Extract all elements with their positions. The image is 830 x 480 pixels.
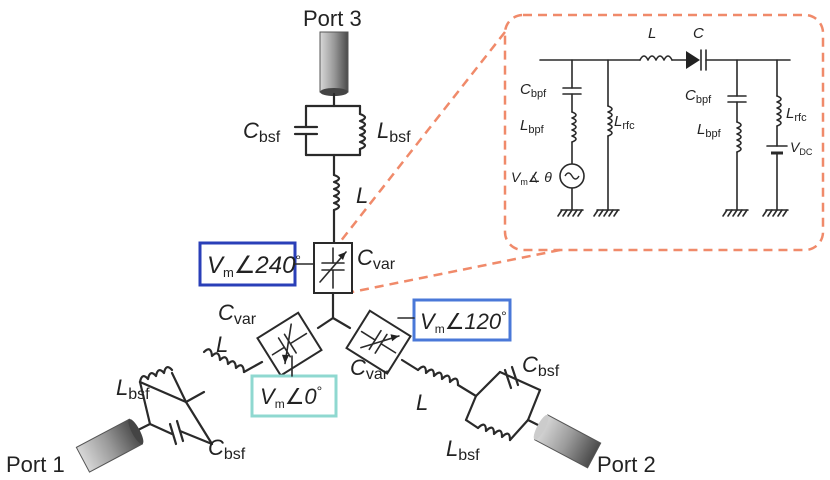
port2-lbsf-label: Lbsf <box>446 436 480 464</box>
port3-l-label: L <box>356 183 368 208</box>
diode-icon <box>686 49 702 71</box>
port2-bsf-tank <box>464 365 546 442</box>
port1-l-label: L <box>216 332 228 357</box>
inset-vdc-label: VDC <box>790 139 813 157</box>
varactor-0-icon <box>256 311 323 377</box>
inset-cbpf-right: Cbpf <box>685 87 712 106</box>
varactor-240-icon <box>313 242 353 294</box>
inset-C-label: C <box>693 25 704 42</box>
inset-lrfc-left: Lrfc <box>614 113 635 132</box>
port2-branch-wire <box>331 309 478 398</box>
port1-bsf-tank <box>128 366 214 446</box>
port3-lbsf-label: Lbsf <box>377 118 411 146</box>
right-bpf-branch <box>722 59 749 217</box>
inset-vm-theta: Vm∡ θ <box>511 169 552 187</box>
left-rfc-branch <box>593 59 620 217</box>
inset-L-label: L <box>648 25 656 42</box>
port1-branch-wire <box>184 311 335 404</box>
zoom-line-bottom <box>351 248 561 294</box>
port2-cbsf-label: Cbsf <box>522 352 560 380</box>
cvar-right-label: Cvar <box>350 355 389 383</box>
phase-240-label: Vm∠240° <box>207 252 301 280</box>
inset-lbpf-left: Lbpf <box>520 117 545 136</box>
port2-connector-icon <box>533 414 602 469</box>
inset-top-rail <box>539 55 687 61</box>
phase-120-label: Vm∠120° <box>420 308 507 336</box>
inset-border <box>503 13 825 252</box>
phase-240-box <box>198 241 297 287</box>
port2-label: Port 2 <box>597 452 656 477</box>
series-capacitor-icon <box>705 49 791 71</box>
port1-label: Port 1 <box>6 452 65 477</box>
phase-120-box <box>412 298 512 342</box>
cvar-left-label: Cvar <box>218 300 257 328</box>
port3-label: Port 3 <box>303 6 362 31</box>
port3-bsf-tank <box>293 92 367 245</box>
port3-cbsf-label: Cbsf <box>243 118 281 146</box>
right-rfc-vdc-branch <box>762 59 789 217</box>
port1-connector-icon <box>75 418 144 473</box>
port2-l-label: L <box>416 390 428 415</box>
port1-lbsf-label: Lbsf <box>116 375 150 403</box>
phase-0-box <box>250 374 338 418</box>
phase-0-label: Vm∠0° <box>260 383 322 411</box>
port1-cbsf-label: Cbsf <box>208 435 246 463</box>
port3-connector-icon <box>319 31 349 96</box>
inset-cbpf-left: Cbpf <box>520 81 547 100</box>
inset-lrfc-right: Lrfc <box>786 105 807 124</box>
inset-lbpf-right: Lbpf <box>697 121 722 140</box>
left-bpf-branch <box>557 59 585 217</box>
cvar-top-label: Cvar <box>357 245 396 273</box>
